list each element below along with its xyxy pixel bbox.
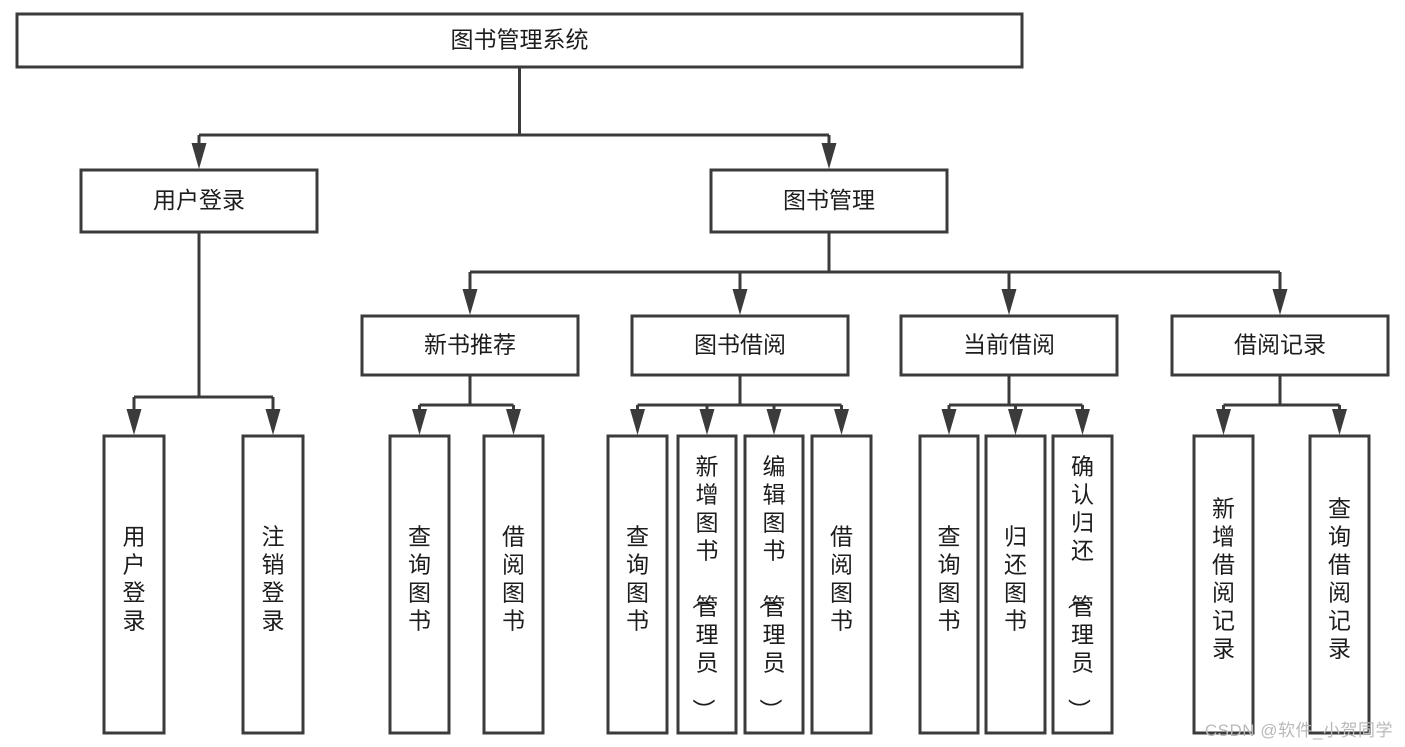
connector-group-user-login: [126, 232, 281, 435]
arrowhead-icon: [462, 289, 478, 315]
node-label-current-borrow: 当前借阅: [963, 332, 1055, 358]
node-label-leaf-borrow-book-1: 借阅图书: [502, 524, 525, 634]
node-label-leaf-borrow-book-2: 借阅图书: [830, 524, 853, 634]
node-box-leaf-query-book-2[interactable]: [606, 434, 669, 735]
node-book-manage[interactable]: 图书管理: [709, 168, 949, 234]
node-label-leaf-query-record: 查询借阅记录: [1328, 496, 1351, 662]
node-box-leaf-user-login[interactable]: [102, 434, 166, 735]
node-current-borrow[interactable]: 当前借阅: [899, 314, 1119, 377]
arrowhead-icon: [630, 409, 645, 435]
arrowhead-icon: [412, 409, 427, 435]
arrowhead-icon: [126, 409, 142, 435]
arrowhead-icon: [265, 409, 281, 435]
node-new-book-recommend[interactable]: 新书推荐: [360, 314, 580, 377]
arrowhead-icon: [941, 409, 957, 435]
node-label-leaf-logout: 注销登录: [262, 524, 285, 634]
connector-group-new-book-recommend: [412, 375, 521, 435]
connector-group-book-borrow: [630, 375, 849, 435]
node-label-borrow-record: 借阅记录: [1234, 332, 1326, 358]
node-label-user-login: 用户登录: [153, 187, 245, 213]
arrowhead-icon: [191, 143, 207, 169]
node-box-leaf-add-book[interactable]: [676, 434, 738, 735]
node-leaf-edit-book[interactable]: 编辑图书（管理员）: [743, 434, 805, 735]
arrowhead-icon: [699, 409, 715, 435]
node-box-book-manage[interactable]: [709, 168, 949, 234]
arrowhead-icon: [506, 409, 521, 435]
node-box-leaf-query-book-3[interactable]: [918, 434, 980, 735]
node-leaf-confirm-return[interactable]: 确认归还（管理员）: [1051, 434, 1114, 735]
node-box-leaf-edit-book[interactable]: [743, 434, 805, 735]
node-leaf-add-record[interactable]: 新增借阅记录: [1192, 434, 1255, 735]
node-book-borrow[interactable]: 图书借阅: [630, 314, 850, 377]
connector-group-current-borrow: [941, 375, 1090, 435]
nodes-layer: 图书管理系统用户登录图书管理新书推荐图书借阅当前借阅借阅记录用户登录注销登录查询…: [15, 12, 1390, 735]
connector-group-root: [191, 67, 837, 169]
node-label-book-borrow: 图书借阅: [694, 332, 786, 358]
node-label-leaf-query-book-3: 查询图书: [938, 524, 961, 634]
node-box-leaf-borrow-book-1[interactable]: [482, 434, 545, 735]
node-leaf-query-record[interactable]: 查询借阅记录: [1308, 434, 1371, 735]
arrowhead-icon: [1216, 409, 1231, 435]
node-box-current-borrow[interactable]: [899, 314, 1119, 377]
node-box-user-login[interactable]: [79, 168, 319, 234]
connectors-layer: [126, 67, 1347, 435]
node-label-leaf-confirm-return: 确认归还（管理员）: [1066, 454, 1094, 722]
node-leaf-return-book[interactable]: 归还图书: [984, 434, 1047, 735]
node-leaf-add-book[interactable]: 新增图书（管理员）: [676, 434, 738, 735]
arrowhead-icon: [1001, 289, 1017, 315]
node-leaf-borrow-book-1[interactable]: 借阅图书: [482, 434, 545, 735]
arrowhead-icon: [1075, 409, 1090, 435]
arrowhead-icon: [834, 409, 849, 435]
arrowhead-icon: [1008, 409, 1023, 435]
node-root[interactable]: 图书管理系统: [15, 12, 1024, 69]
node-box-leaf-add-record[interactable]: [1192, 434, 1255, 735]
node-user-login[interactable]: 用户登录: [79, 168, 319, 234]
node-leaf-user-login[interactable]: 用户登录: [102, 434, 166, 735]
node-box-leaf-borrow-book-2[interactable]: [810, 434, 873, 735]
node-borrow-record[interactable]: 借阅记录: [1170, 314, 1390, 377]
node-box-new-book-recommend[interactable]: [360, 314, 580, 377]
node-box-root[interactable]: [15, 12, 1024, 69]
node-box-book-borrow[interactable]: [630, 314, 850, 377]
node-box-leaf-query-record[interactable]: [1308, 434, 1371, 735]
node-label-leaf-query-book-1: 查询图书: [408, 524, 431, 634]
node-label-leaf-user-login: 用户登录: [123, 524, 146, 634]
arrowhead-icon: [1272, 289, 1288, 315]
node-label-leaf-query-book-2: 查询图书: [626, 524, 649, 634]
node-label-new-book-recommend: 新书推荐: [424, 332, 516, 358]
arrowhead-icon: [821, 143, 837, 169]
node-leaf-borrow-book-2[interactable]: 借阅图书: [810, 434, 873, 735]
node-box-leaf-logout[interactable]: [241, 434, 305, 735]
node-label-leaf-edit-book: 编辑图书（管理员）: [758, 454, 786, 722]
node-box-leaf-query-book-1[interactable]: [388, 434, 451, 735]
node-label-leaf-return-book: 归还图书: [1004, 524, 1027, 634]
connector-group-borrow-record: [1216, 375, 1347, 435]
node-label-leaf-add-book: 新增图书（管理员）: [691, 454, 719, 722]
arrowhead-icon: [766, 409, 782, 435]
node-leaf-query-book-2[interactable]: 查询图书: [606, 434, 669, 735]
node-box-leaf-return-book[interactable]: [984, 434, 1047, 735]
arrowhead-icon: [732, 289, 748, 315]
node-leaf-query-book-1[interactable]: 查询图书: [388, 434, 451, 735]
node-leaf-query-book-3[interactable]: 查询图书: [918, 434, 980, 735]
node-label-leaf-add-record: 新增借阅记录: [1212, 496, 1235, 662]
arrowhead-icon: [1332, 409, 1347, 435]
node-leaf-logout[interactable]: 注销登录: [241, 434, 305, 735]
node-label-book-manage: 图书管理: [783, 187, 875, 213]
node-box-borrow-record[interactable]: [1170, 314, 1390, 377]
connector-group-book-manage: [462, 232, 1288, 315]
node-box-leaf-confirm-return[interactable]: [1051, 434, 1114, 735]
node-label-root: 图书管理系统: [451, 27, 589, 53]
